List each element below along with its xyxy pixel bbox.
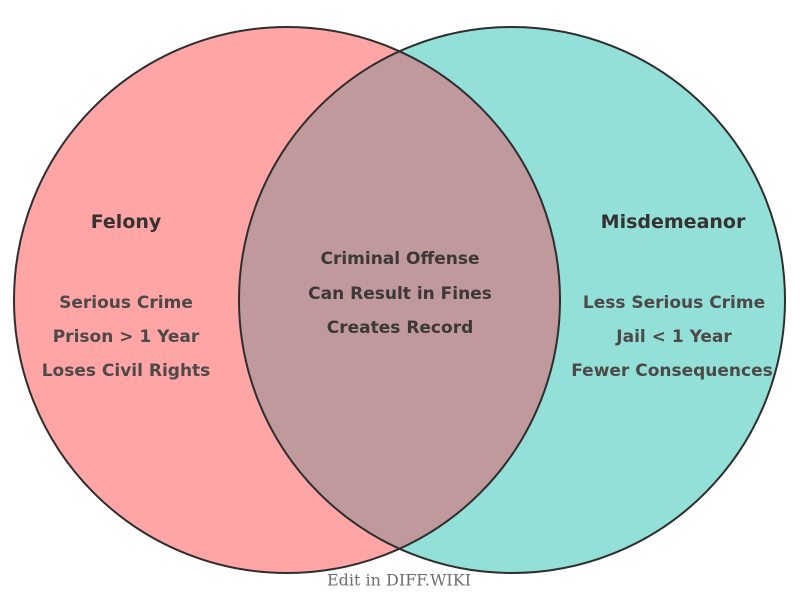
felony-item: Serious Crime [59, 293, 193, 313]
felony-circle-outline [13, 26, 561, 574]
misdemeanor-item: Fewer Consequences [571, 361, 773, 381]
felony-item: Loses Civil Rights [41, 361, 211, 381]
overlap-item: Can Result in Fines [308, 284, 492, 304]
overlap-item: Criminal Offense [320, 249, 480, 269]
misdemeanor-item: Less Serious Crime [582, 293, 766, 313]
overlap-region [239, 51, 560, 549]
misdemeanor-circle-outline [238, 26, 786, 574]
misdemeanor-item: Jail < 1 Year [616, 327, 732, 347]
felony-item: Prison > 1 Year [52, 327, 200, 347]
misdemeanor-title: Misdemeanor [600, 211, 746, 233]
edit-in-diffwiki-link[interactable]: Edit in DIFF.WIKI [326, 570, 472, 590]
felony-title: Felony [90, 211, 162, 233]
overlap-item: Creates Record [326, 318, 474, 338]
